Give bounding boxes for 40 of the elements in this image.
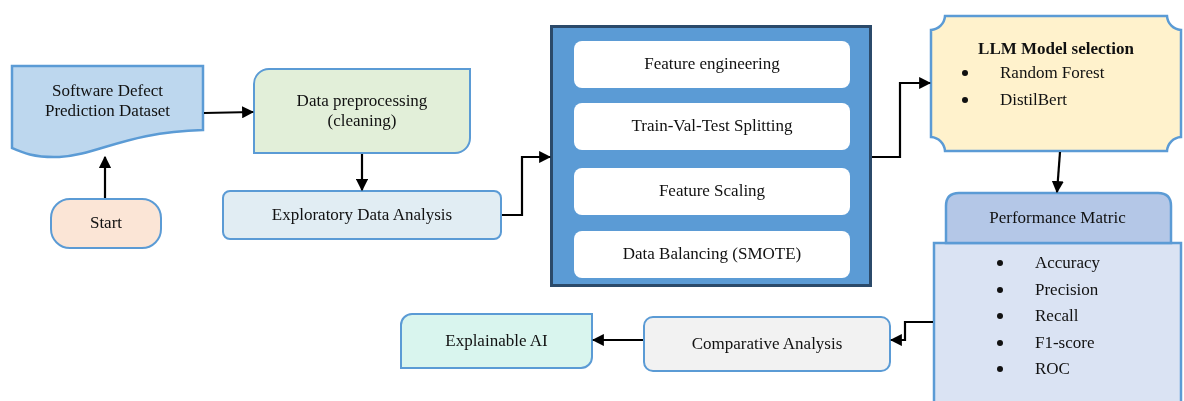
arrow: [355, 154, 369, 192]
arrow: [591, 333, 643, 347]
heading-text: LLM Model selection: [978, 39, 1134, 60]
arrow: [203, 106, 255, 119]
step-box: [574, 231, 850, 278]
node-text: Comparative Analysis: [691, 333, 843, 355]
list-item: F1-score: [989, 329, 1101, 356]
node-text: Start: [89, 213, 123, 234]
list-item: DistilBert: [954, 86, 1105, 114]
start-terminal: [50, 198, 162, 249]
list-item: ROC: [989, 356, 1101, 383]
step-box: [574, 168, 850, 215]
node-text: Data preprocessing (cleaning): [295, 90, 429, 132]
metrics-panel: [933, 192, 1182, 399]
process-box: [222, 190, 502, 240]
list-item: Accuracy: [989, 250, 1101, 277]
process-box: [253, 68, 471, 154]
heading-text: Performance Matric: [989, 207, 1126, 229]
process-box: [643, 316, 891, 372]
step-box: [574, 41, 850, 88]
node-text: Software Defect Prediction Dataset: [43, 81, 172, 122]
arrow: [872, 76, 932, 159]
node-text: Train-Val-Test Splitting: [631, 116, 793, 137]
output-box: [400, 313, 593, 369]
node-text: Data Balancing (SMOTE): [622, 244, 802, 265]
list-item: Recall: [989, 303, 1101, 330]
group-panel: [550, 25, 872, 287]
node-text: Feature engineering: [644, 54, 780, 75]
document-shape: [11, 65, 204, 160]
arrow: [889, 320, 933, 347]
node-text: Feature Scaling: [658, 181, 766, 202]
model-selection-box: [930, 15, 1182, 152]
arrow: [1051, 151, 1064, 194]
arrow: [502, 150, 552, 217]
node-text: Exploratory Data Analysis: [271, 204, 453, 226]
list-item: Random Forest: [954, 59, 1105, 87]
step-box: [574, 103, 850, 150]
arrow: [98, 155, 112, 198]
list-item: Precision: [989, 276, 1101, 303]
node-text: Explainable AI: [445, 330, 548, 352]
